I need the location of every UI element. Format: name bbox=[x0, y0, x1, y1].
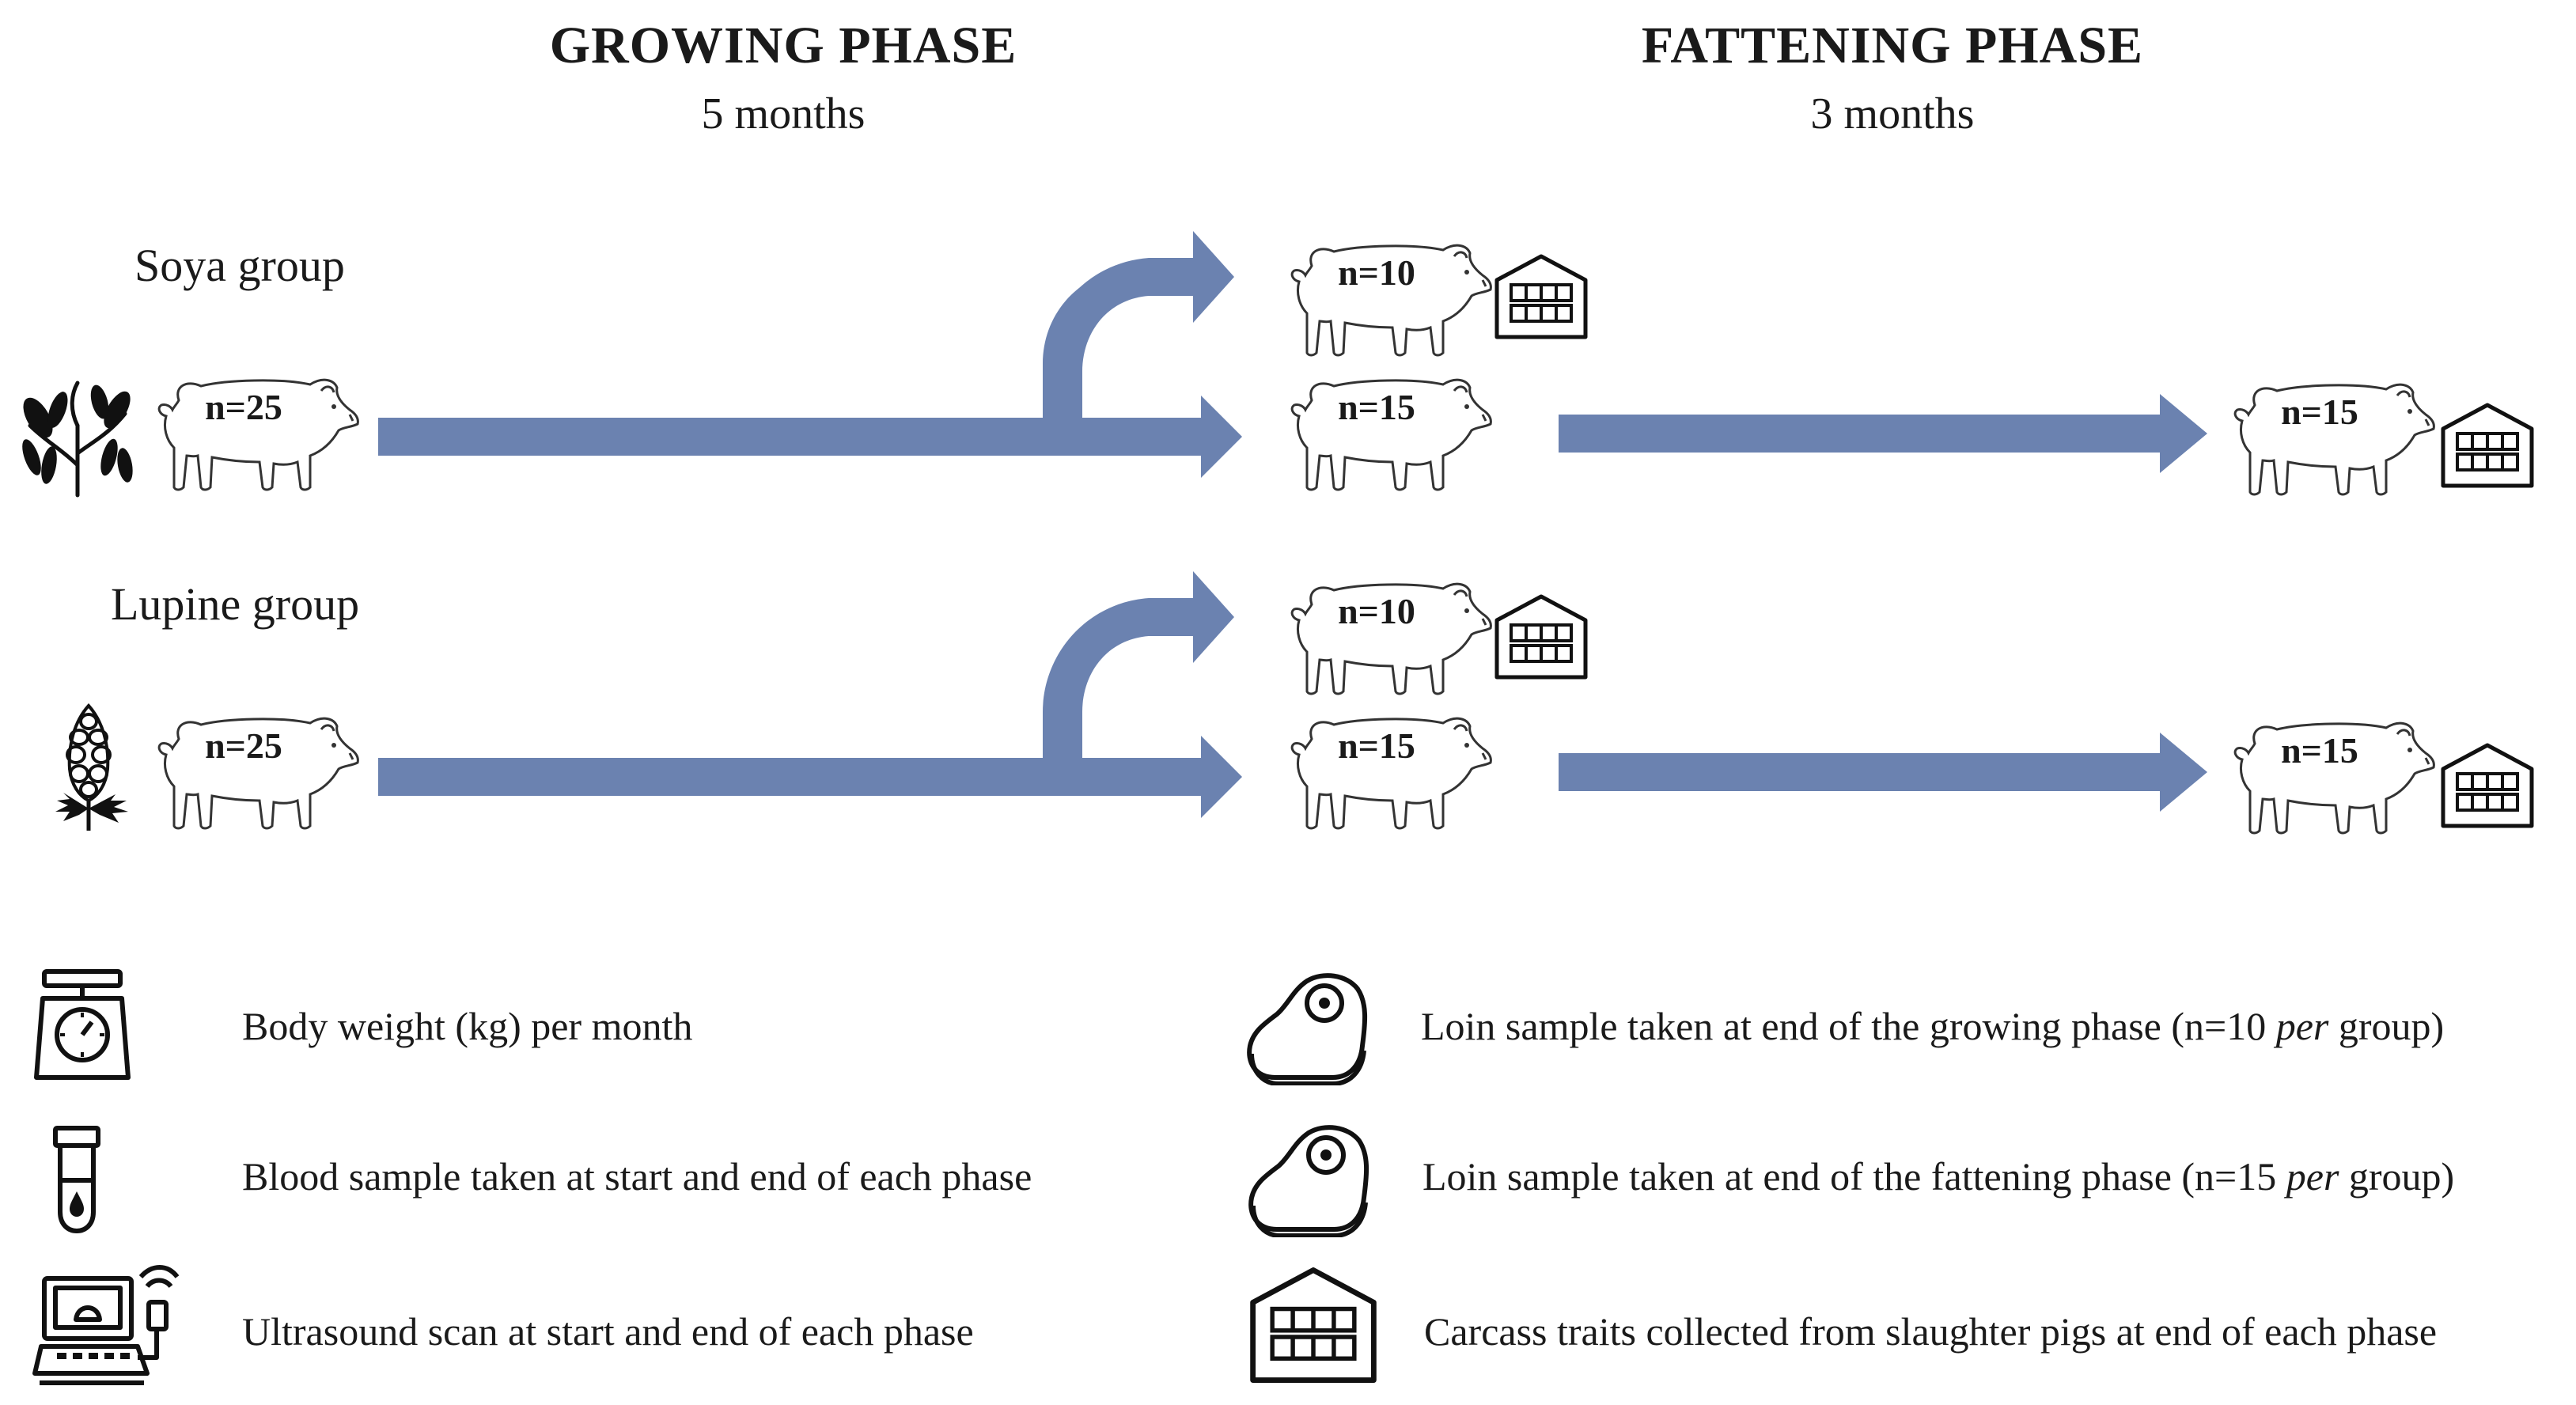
soya-branch-arrow-head bbox=[1193, 231, 1234, 323]
soya-start-pig: n=25 bbox=[155, 369, 361, 495]
soya-start-count: n=25 bbox=[205, 387, 282, 427]
fattening-phase-title: FATTENING PHASE bbox=[1641, 17, 2144, 74]
lupine-fattening-end-count: n=15 bbox=[2281, 730, 2358, 771]
loin-icon bbox=[1245, 1119, 1372, 1237]
lupine-branch-arrow bbox=[1043, 598, 1195, 777]
soya-fattening-arrow-head bbox=[2160, 394, 2207, 473]
soya-growing-continue-pig: n=15 bbox=[1288, 369, 1494, 495]
soya-growing-slaughter-pig: n=10 bbox=[1288, 234, 1494, 361]
soya-fattening-end-pig: n=15 bbox=[2231, 373, 2437, 500]
flow-arrows bbox=[378, 231, 2207, 818]
lupine-growing-slaughter-count: n=10 bbox=[1338, 591, 1415, 631]
ultrasound-icon bbox=[32, 1265, 180, 1385]
lupine-growing-arrow-head bbox=[1201, 736, 1242, 818]
loin-icon bbox=[1244, 967, 1370, 1085]
slaughterhouse-icon bbox=[1494, 253, 1589, 340]
blood-tube-icon bbox=[53, 1126, 100, 1233]
legend-ultrasound-text: Ultrasound scan at start and end of each… bbox=[242, 1309, 974, 1354]
legend-loin-fattening-text: Loin sample taken at end of the fattenin… bbox=[1422, 1154, 2455, 1199]
lupine-fattening-arrow-head bbox=[2160, 733, 2207, 812]
lupine-group-label: Lupine group bbox=[111, 578, 360, 630]
legend-body-weight-text: Body weight (kg) per month bbox=[242, 1004, 693, 1048]
fattening-phase-duration: 3 months bbox=[1810, 89, 1975, 138]
legend-loin-growing-text: Loin sample taken at end of the growing … bbox=[1421, 1004, 2445, 1048]
slaughterhouse-icon bbox=[2440, 402, 2535, 489]
soya-growing-continue-count: n=15 bbox=[1338, 387, 1415, 427]
legend-blood-text: Blood sample taken at start and end of e… bbox=[242, 1154, 1032, 1199]
scale-icon bbox=[34, 969, 131, 1080]
slaughterhouse-icon bbox=[1494, 593, 1589, 680]
lupine-growing-continue-pig: n=15 bbox=[1288, 707, 1494, 834]
lupine-growing-continue-count: n=15 bbox=[1338, 725, 1415, 766]
lupine-fattening-arrow-shaft bbox=[1559, 753, 2160, 791]
growing-phase-duration: 5 months bbox=[701, 89, 866, 138]
lupine-start-pig: n=25 bbox=[155, 707, 361, 834]
soya-plant-icon bbox=[22, 381, 133, 498]
slaughterhouse-icon bbox=[2440, 742, 2535, 829]
growing-phase-title: GROWING PHASE bbox=[549, 17, 1017, 74]
lupine-start-count: n=25 bbox=[205, 725, 282, 766]
lupine-plant-icon bbox=[55, 703, 128, 831]
soya-fattening-arrow-shaft bbox=[1559, 415, 2160, 453]
soya-fattening-end-count: n=15 bbox=[2281, 392, 2358, 432]
soya-group-label: Soya group bbox=[134, 240, 345, 291]
soya-growing-arrow-head bbox=[1201, 396, 1242, 478]
lupine-branch-arrow-head bbox=[1193, 571, 1234, 663]
soya-growing-slaughter-count: n=10 bbox=[1338, 252, 1415, 293]
lupine-fattening-end-pig: n=15 bbox=[2231, 712, 2437, 839]
lupine-growing-slaughter-pig: n=10 bbox=[1288, 573, 1494, 699]
slaughterhouse-icon bbox=[1248, 1266, 1378, 1384]
legend-carcass-text: Carcass traits collected from slaughter … bbox=[1424, 1309, 2438, 1354]
